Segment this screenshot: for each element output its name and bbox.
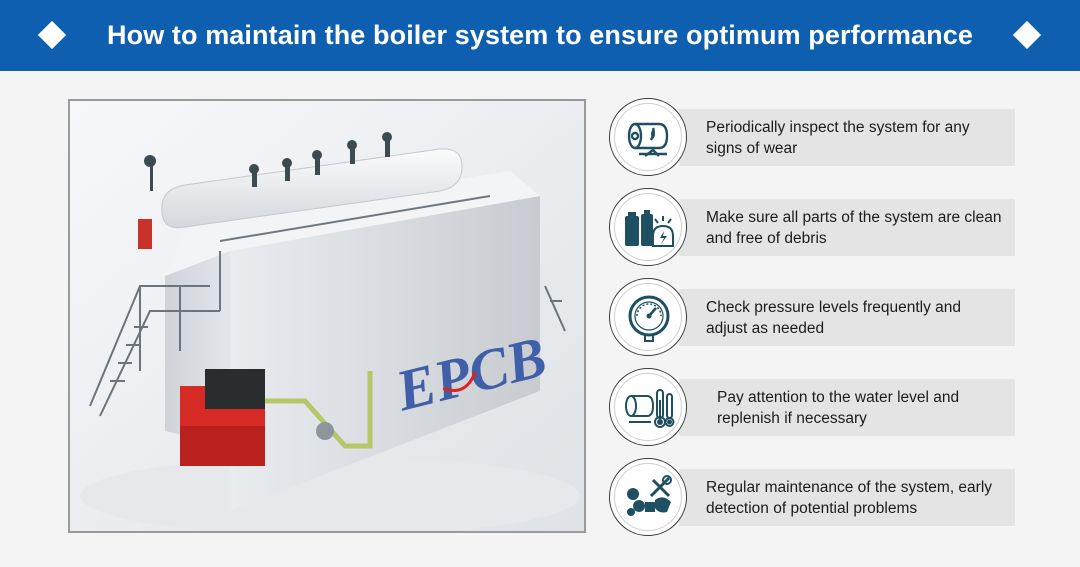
tip-bar — [679, 199, 1015, 256]
boiler-image: EPCB — [68, 99, 586, 533]
tip-item-maintenance: Regular maintenance of the system, early… — [609, 458, 1015, 538]
tip-item-pressure: Check pressure levels frequently and adj… — [609, 278, 1015, 358]
pressure-gauge-icon — [628, 295, 670, 342]
tip-text: Check pressure levels frequently and adj… — [706, 299, 962, 337]
tip-icon-circle — [609, 98, 687, 176]
tip-icon-circle — [609, 278, 687, 356]
diamond-icon — [37, 20, 67, 50]
tip-item-water-level: Pay attention to the water level and rep… — [609, 368, 1015, 448]
tip-text: Periodically inspect the system for any … — [706, 119, 970, 157]
tip-bar — [679, 379, 1015, 436]
tip-bar — [679, 109, 1015, 166]
tip-bar — [679, 289, 1015, 346]
page-title: How to maintain the boiler system to ens… — [107, 20, 973, 50]
maintenance-tools-icon — [627, 475, 672, 516]
tip-text: Make sure all parts of the system are cl… — [706, 209, 1002, 247]
clean-debris-icon — [625, 210, 674, 247]
tip-text: Regular maintenance of the system, early… — [706, 479, 993, 517]
diamond-icon — [1012, 20, 1042, 50]
tip-icon-circle — [609, 188, 687, 266]
tip-item-clean: Make sure all parts of the system are cl… — [609, 188, 1015, 268]
tip-text: Pay attention to the water level and rep… — [717, 389, 960, 427]
tip-item-inspect: Periodically inspect the system for any … — [609, 98, 1015, 178]
water-level-thermometer-icon — [625, 389, 675, 428]
tip-bar — [679, 469, 1015, 526]
tip-icon-circle — [609, 458, 687, 536]
header-banner: How to maintain the boiler system to ens… — [0, 0, 1080, 71]
boiler-inspect-icon — [627, 122, 669, 157]
tip-icon-circle — [609, 368, 687, 446]
